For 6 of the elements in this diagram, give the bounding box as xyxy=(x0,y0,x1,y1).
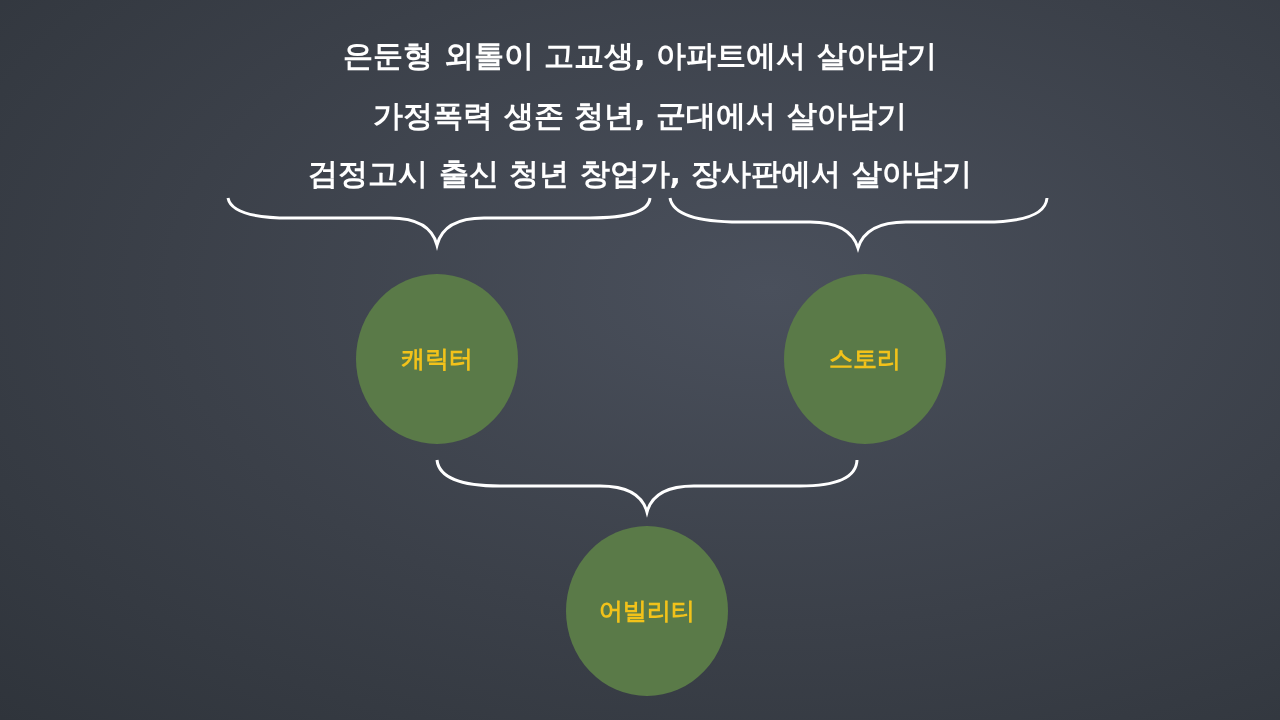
circle-label: 어빌리티 xyxy=(599,596,695,627)
heading-text: 가정폭력 생존 청년, 군대에서 살아남기 xyxy=(373,97,907,135)
circle-label: 스토리 xyxy=(829,344,901,375)
heading-text: 은둔형 외톨이 고교생, 아파트에서 살아남기 xyxy=(343,37,937,75)
circle-label: 캐릭터 xyxy=(401,344,473,375)
heading-text: 검정고시 출신 청년 창업가, 장사판에서 살아남기 xyxy=(308,155,972,193)
